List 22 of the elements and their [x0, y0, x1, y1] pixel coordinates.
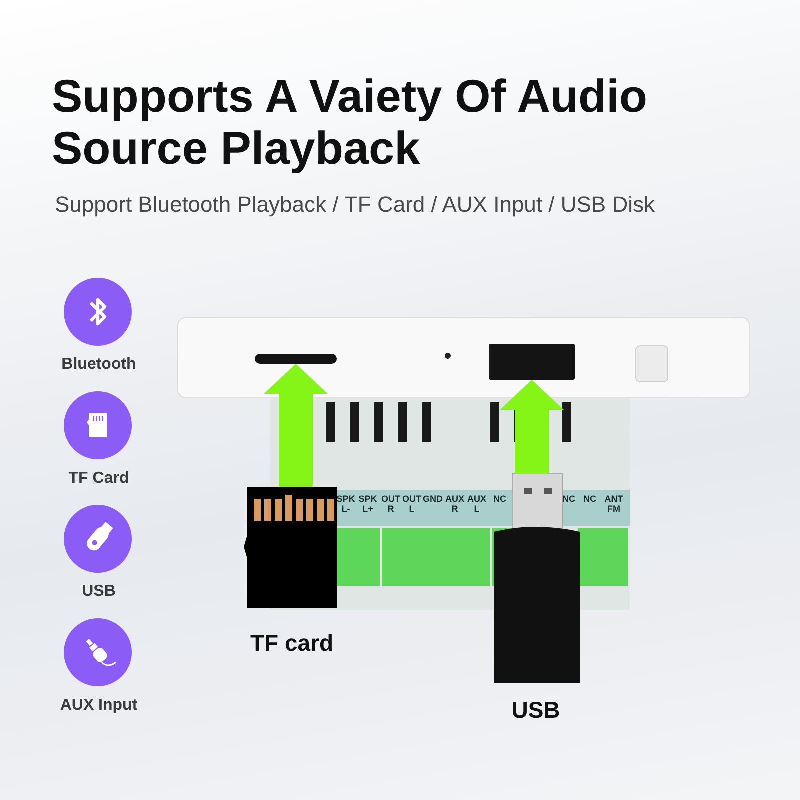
icon-label: Bluetooth — [60, 356, 138, 374]
device-label: TF card — [249, 630, 335, 657]
terminal-label: NC — [582, 494, 598, 504]
terminal-label: SPK L- — [336, 494, 356, 514]
device-label: USB — [510, 697, 562, 724]
card-slot — [255, 354, 337, 364]
terminal-label: OUT L — [402, 494, 422, 514]
icon-label: USB — [81, 583, 117, 601]
icon-label: TF Card — [68, 470, 130, 488]
usb-port — [489, 344, 575, 380]
arrow — [500, 380, 564, 474]
terminal-label: ANT FM — [604, 494, 624, 514]
terminal-label: AUX R — [444, 494, 466, 514]
icon-label: AUX Input — [59, 697, 139, 715]
arrow — [264, 364, 328, 487]
terminal-label: GND — [422, 494, 444, 504]
subtitle: Support Bluetooth Playback / TF Card / AUX Input / USB Disk — [55, 192, 655, 218]
terminal-label: NC — [492, 494, 508, 504]
terminal-label: SPK L+ — [358, 494, 378, 514]
terminal-label: AUX L — [466, 494, 488, 514]
terminal-label: OUT R — [380, 494, 402, 514]
title: Supports A Vaiety Of Audio Source Playback — [52, 70, 648, 174]
